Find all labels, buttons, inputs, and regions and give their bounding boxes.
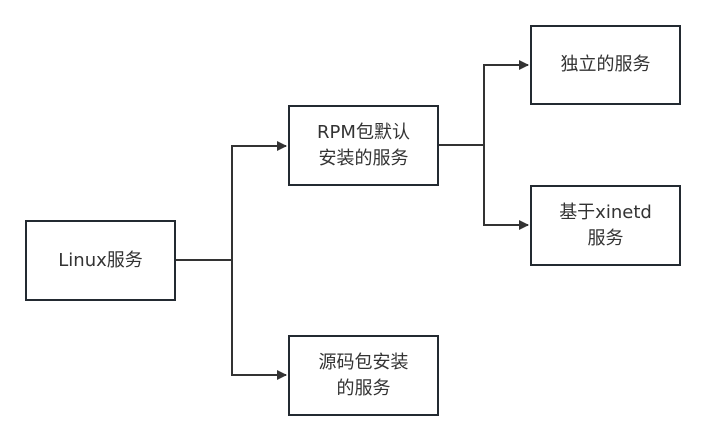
node-label-line-1: 基于xinetd: [559, 201, 652, 223]
node-label: 独立的服务: [560, 54, 651, 75]
node-label-line-1: RPM包默认: [317, 121, 410, 143]
edge-rpm-to-xinetd: [483, 145, 529, 230]
edge-rpm-to-alone: [483, 60, 529, 145]
node-linux-services[interactable]: Linux服务: [25, 220, 176, 301]
edge-linux-to-rpm: [231, 141, 287, 260]
node-label-line-2: 的服务: [336, 377, 391, 399]
node-label: Linux服务: [58, 249, 143, 271]
edge-linux-to-src: [231, 260, 287, 380]
node-label-line-1: 源码包安装: [318, 351, 409, 373]
node-source-install-services[interactable]: 源码包安装 的服务: [288, 335, 439, 416]
node-standalone-services[interactable]: 独立的服务: [530, 25, 681, 105]
node-rpm-default-services[interactable]: RPM包默认 安装的服务: [288, 105, 439, 186]
node-label-line-2: 安装的服务: [318, 147, 409, 169]
node-xinetd-services[interactable]: 基于xinetd 服务: [530, 185, 681, 266]
node-label-line-2: 服务: [587, 227, 624, 249]
